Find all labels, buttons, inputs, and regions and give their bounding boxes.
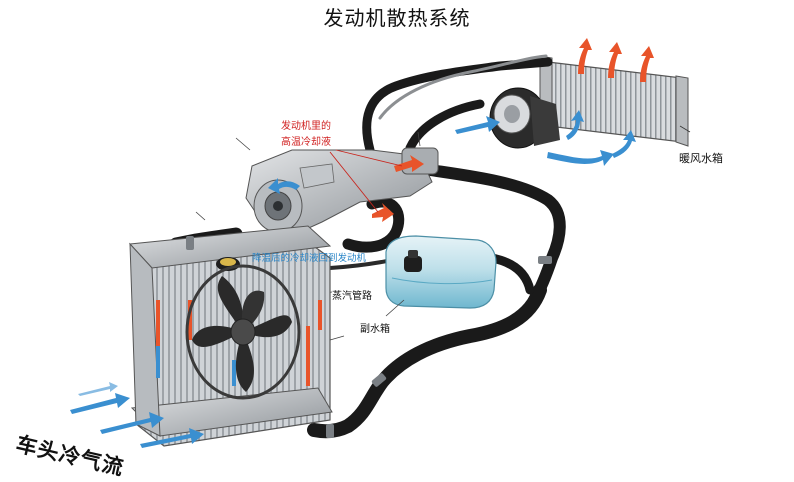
expansion-tank [385,235,497,309]
hot-coolant-label-line1: 发动机里的 [281,121,331,132]
cooling-fan [185,264,301,400]
diagram-title: 发动机散热系统 [323,6,471,30]
radiator-flow-marks [156,300,322,386]
heater-blower [489,87,560,149]
hot-label-leaders [329,149,403,213]
hose-clamps [186,236,552,438]
water-pump-assembly [195,131,439,233]
blower-airflow-arrows [455,110,636,166]
tank-label-leader [385,299,405,317]
heater-hot-air-arrows [578,38,654,82]
expansion-tank-label: 副水箱 [360,324,390,335]
cooled-coolant-label: 降温后的冷却液回到发动机 [252,253,367,264]
steam-pipe-label: 蒸汽管路 [332,291,372,302]
hot-coolant-arrows [372,155,424,222]
hot-coolant-label-line2: 高温冷却液 [281,137,331,148]
front-airflow-arrows [70,382,204,448]
heater-core-label: 暖风水箱 [679,152,723,165]
radiator [128,225,345,447]
heater-core [539,55,691,147]
